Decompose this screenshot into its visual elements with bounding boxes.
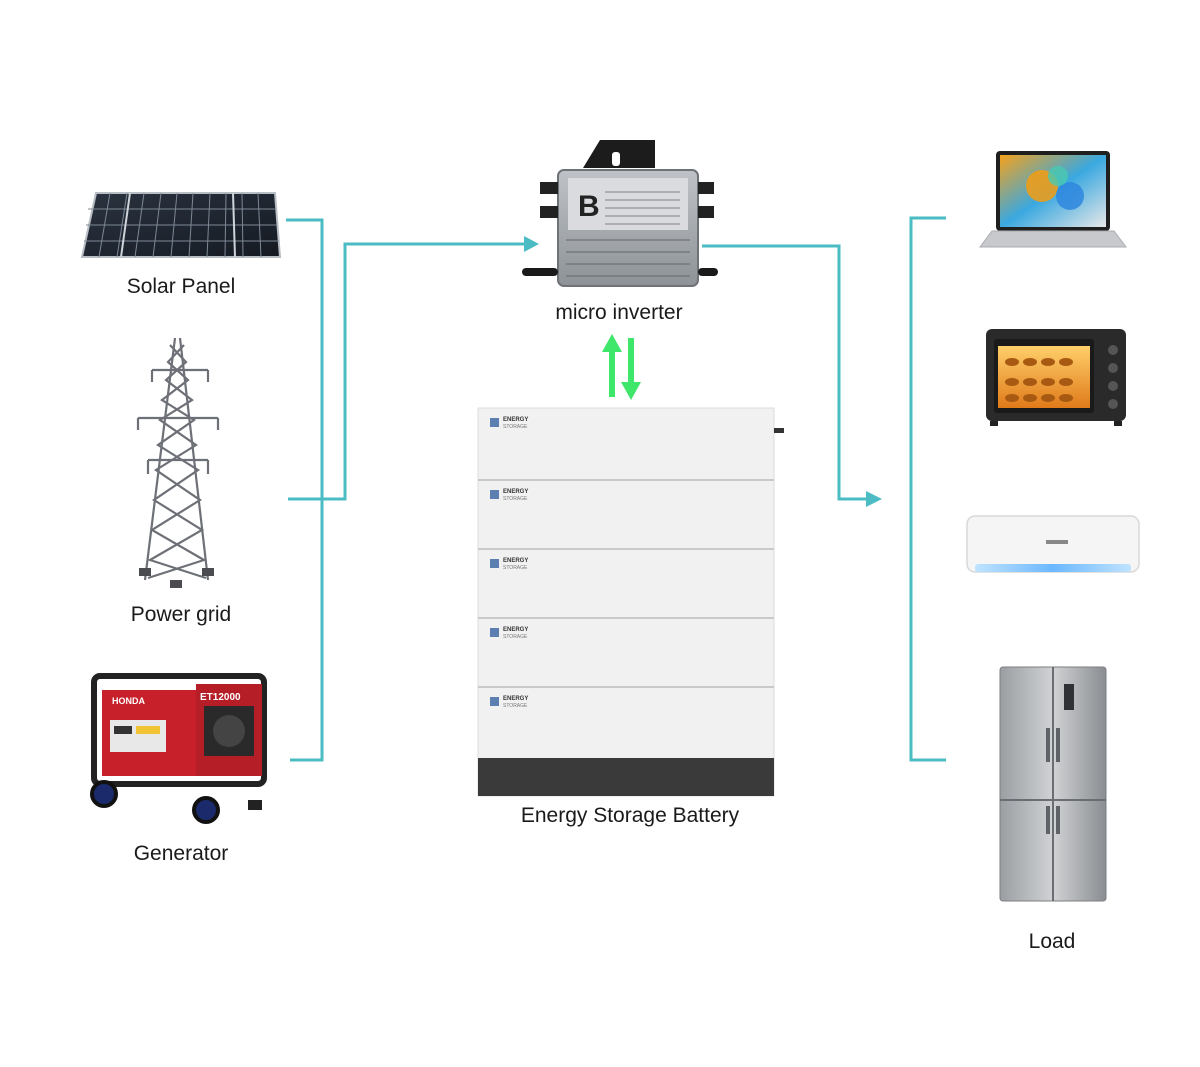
source-bus-lines [286, 218, 525, 762]
air-conditioner-icon [966, 515, 1140, 573]
generator-label: Generator [133, 842, 229, 865]
power-tower-icon [136, 337, 220, 581]
battery-module-1-sub: STORAGE [503, 424, 528, 430]
laptop-icon [979, 151, 1127, 248]
bidirectional-arrow-icon [602, 334, 641, 400]
battery-module-2-brand: ENERGY [503, 489, 528, 495]
load-bus-lines [702, 216, 946, 762]
generator-brand-text: HONDA [112, 696, 145, 706]
battery-module-2-sub: STORAGE [503, 496, 528, 502]
tower-footings [139, 568, 214, 588]
inverter-to-load-line [702, 244, 866, 501]
battery-module-3: ENERGY STORAGE [490, 558, 528, 571]
power-grid-label: Power grid [130, 603, 232, 626]
battery-module-4-brand: ENERGY [503, 627, 528, 633]
load-label: Load [1028, 930, 1076, 953]
battery-module-4: ENERGY STORAGE [490, 627, 528, 640]
oven-icon [986, 329, 1126, 426]
solar-panel-label: Solar Panel [126, 275, 236, 298]
battery-module-3-brand: ENERGY [503, 558, 528, 564]
battery-module-1-brand: ENERGY [503, 417, 528, 423]
battery-module-5: ENERGY STORAGE [490, 696, 528, 709]
inverter-logo-mark: B [578, 190, 600, 223]
micro-inverter-label: micro inverter [555, 301, 683, 324]
arrow-to-load-icon [866, 491, 882, 507]
solar-panel-icon [80, 192, 282, 258]
battery-module-3-sub: STORAGE [503, 565, 528, 571]
generator-model-text: ET12000 [200, 692, 241, 703]
battery-module-4-sub: STORAGE [503, 634, 528, 640]
battery-icon [477, 407, 784, 797]
source-bus-bracket [286, 218, 324, 762]
battery-label: Energy Storage Battery [520, 804, 740, 827]
battery-module-5-brand: ENERGY [503, 696, 528, 702]
source-to-inverter-line [288, 242, 525, 501]
load-bus-bracket [909, 216, 946, 762]
battery-module-2: ENERGY STORAGE [490, 489, 528, 502]
battery-module-1: ENERGY STORAGE [490, 417, 528, 430]
arrow-to-inverter-icon [524, 236, 539, 252]
battery-module-5-sub: STORAGE [503, 703, 528, 709]
refrigerator-icon [999, 666, 1107, 902]
generator-icon: HONDA ET12000 [90, 673, 267, 824]
micro-inverter-icon: B [522, 140, 718, 287]
